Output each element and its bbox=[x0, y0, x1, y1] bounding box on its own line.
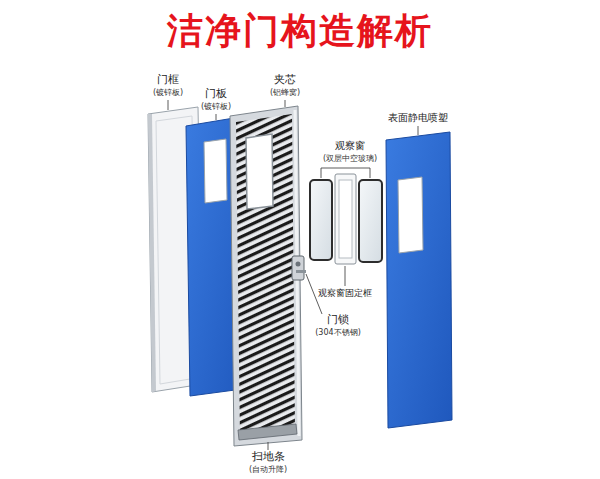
part-material: (镀锌板) bbox=[201, 102, 231, 111]
leader-line bbox=[268, 442, 269, 450]
leader-line bbox=[418, 126, 419, 135]
part-material: (自动升降) bbox=[249, 465, 287, 474]
glass-pane bbox=[310, 180, 332, 260]
honeycomb-core bbox=[236, 114, 295, 438]
title: 洁净门构造解析 bbox=[167, 10, 433, 51]
lock-handle bbox=[296, 270, 306, 273]
core-frame bbox=[230, 106, 302, 446]
part-name: 观察窗固定框 bbox=[318, 288, 372, 298]
part-name: 扫地条 bbox=[252, 451, 285, 464]
part-name: 门板 bbox=[205, 88, 227, 101]
part-material: (双层中空玻璃) bbox=[323, 154, 377, 163]
door-lock bbox=[292, 256, 304, 280]
surface-window bbox=[398, 177, 423, 253]
lock-knob bbox=[296, 262, 301, 267]
leader-line bbox=[168, 100, 169, 110]
panel-window bbox=[204, 139, 227, 203]
door-sweep bbox=[238, 424, 297, 440]
leader-line bbox=[345, 266, 346, 286]
part-name: 门框 bbox=[157, 74, 179, 87]
core-window bbox=[246, 134, 273, 209]
bracket bbox=[321, 168, 370, 178]
part-name: 夹芯 bbox=[274, 74, 296, 87]
leader-line bbox=[216, 114, 217, 120]
surface-panel bbox=[386, 132, 452, 428]
glass-pane bbox=[359, 180, 382, 262]
part-name: 观察窗 bbox=[335, 140, 365, 152]
part-name: 表面静电喷塑 bbox=[388, 112, 448, 124]
part-name: 门锁 bbox=[327, 314, 349, 327]
part-material: (铝蜂窝) bbox=[270, 88, 300, 97]
part-material: (镀锌板) bbox=[153, 88, 183, 97]
window-fixing-frame bbox=[335, 174, 356, 264]
window-fixing-frame-inner bbox=[339, 180, 352, 258]
leader-line bbox=[285, 100, 286, 107]
part-material: (304不锈钢) bbox=[315, 328, 361, 337]
door-frame-edge bbox=[148, 114, 156, 392]
